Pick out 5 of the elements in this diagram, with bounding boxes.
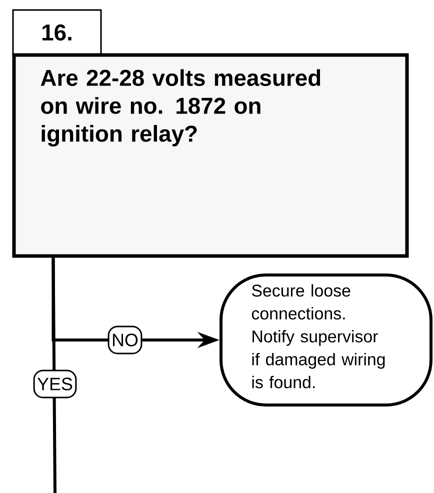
edge-label: NO [108, 326, 142, 354]
action-box: Secure loose connections. Notify supervisor if damaged wiring is found. [220, 274, 432, 406]
edge-label: YES [33, 370, 77, 398]
step-number-box: 16. [12, 9, 102, 56]
question-box: Are 22-28 volts measured on wire no. 1872 on ignition relay? [12, 53, 409, 258]
